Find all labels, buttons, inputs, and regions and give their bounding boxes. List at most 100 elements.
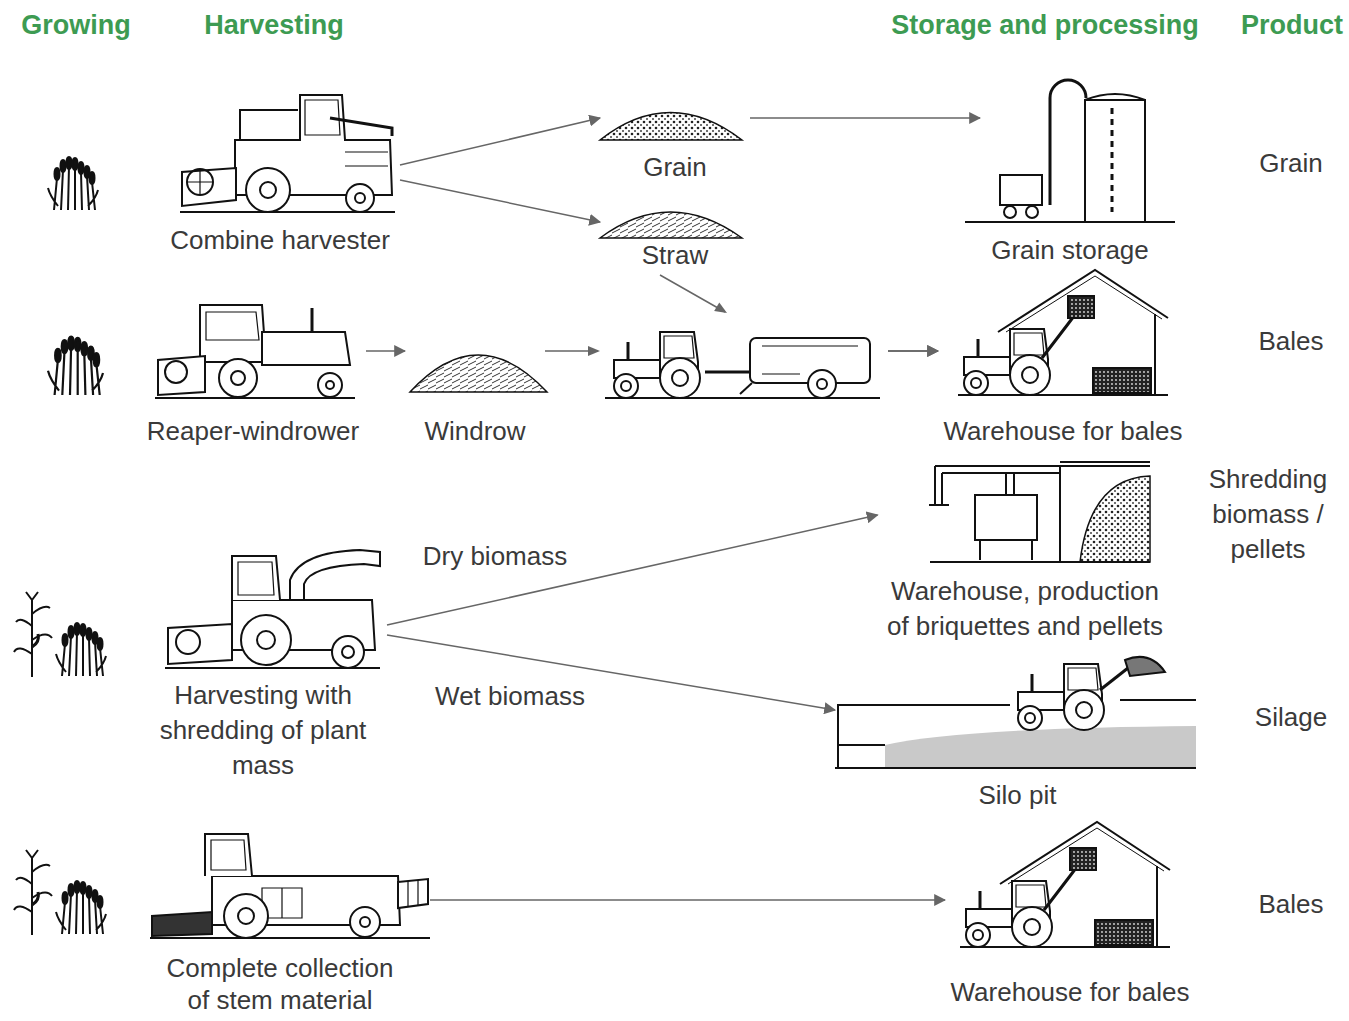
edge-label: Wet biomass <box>431 679 589 714</box>
node-caption: Reaper-windrower <box>147 414 359 449</box>
tractor-baler-drawing <box>740 383 752 394</box>
bale-warehouse-drawing <box>958 270 1170 947</box>
node-caption: Silo pit <box>978 778 1056 813</box>
stage-node: Warehouse for bales <box>938 272 1188 451</box>
product-label: Bales <box>1258 324 1323 359</box>
product-label: Grain <box>1259 146 1323 181</box>
stem-collector-drawing <box>350 907 380 937</box>
node-caption: Warehouse for bales <box>951 975 1190 1010</box>
forage-harvester-drawing <box>241 615 291 665</box>
grain-storage-drawing <box>1085 94 1145 100</box>
node-caption: Windrow <box>424 414 525 449</box>
combine-harvester-drawing <box>180 211 395 213</box>
grain-storage-drawing <box>965 80 1175 222</box>
stage-node: Combine harvester <box>160 88 400 260</box>
flow-arrow <box>387 515 878 625</box>
forage-harvester-drawing <box>232 556 280 600</box>
forage-harvester-drawing <box>168 624 232 664</box>
pellet-plant-drawing <box>1059 466 1061 562</box>
pellet-plant-drawing <box>975 495 1037 540</box>
pellet-plant-drawing <box>1006 473 1014 495</box>
reaper-windrower-drawing <box>165 361 187 383</box>
stage-node: Straw <box>600 190 750 275</box>
straw-pile <box>600 212 742 238</box>
silo-pit-drawing <box>835 657 1196 768</box>
silo-pit-drawing <box>1018 664 1104 730</box>
tractor-baler-drawing <box>705 371 752 374</box>
bale-warehouse-drawing <box>960 822 1170 947</box>
stage-node: Windrow <box>405 318 545 451</box>
grain-storage-drawing <box>1111 108 1114 212</box>
pellet-plant-drawing <box>930 561 1150 563</box>
tractor-baler-drawing <box>588 303 880 398</box>
forage-harvester-drawing <box>165 550 380 668</box>
node-caption: Warehouse, production of briquettes and … <box>882 574 1169 644</box>
edge-label: Dry biomass <box>419 539 571 574</box>
flow-arrow <box>366 350 405 352</box>
tractor-baler-drawing <box>614 332 700 398</box>
stage-node: Silo pit <box>835 652 1200 815</box>
combine-harvester-drawing <box>180 95 395 212</box>
flow-arrow <box>660 275 938 351</box>
reaper-windrower-drawing <box>318 373 342 397</box>
crop-plants <box>56 881 106 934</box>
crop-plants <box>14 157 106 935</box>
tractor-baler-drawing <box>762 346 858 374</box>
reaper-windrower-drawing <box>200 305 266 362</box>
stage-node: Complete collection of stem material <box>130 830 430 1018</box>
straw-pile <box>600 212 742 238</box>
grain-storage-drawing <box>1085 100 1145 222</box>
node-caption: Harvesting with shredding of plant mass <box>143 678 383 783</box>
forage-harvester-drawing <box>257 631 275 649</box>
product-label: Silage <box>1255 700 1327 735</box>
node-caption: Straw <box>642 238 708 273</box>
silo-pit-drawing <box>1100 668 1128 690</box>
stem-collector-drawing <box>150 834 430 938</box>
crop-plants <box>48 337 103 395</box>
reaper-windrower-drawing <box>326 381 334 389</box>
reaper-windrower-drawing <box>206 312 259 340</box>
grain-storage-drawing <box>1050 80 1086 205</box>
forage-harvester-drawing <box>238 562 274 595</box>
stem-collector-drawing <box>398 879 428 908</box>
stage-node: Warehouse for bales <box>945 820 1195 1012</box>
windrow-pile <box>410 355 547 392</box>
product-label: Bales <box>1258 887 1323 922</box>
stem-collector-drawing <box>360 917 370 927</box>
grain-pile <box>600 113 742 141</box>
reaper-windrower-drawing <box>311 308 314 332</box>
product-label: Shredding biomass / pellets <box>1193 462 1343 567</box>
forage-harvester-drawing <box>176 630 200 654</box>
column-heading: Storage and processing <box>891 8 1199 42</box>
node-caption: Grain <box>643 150 707 185</box>
tractor-baler-drawing <box>605 397 880 399</box>
stem-collector-drawing <box>211 840 246 870</box>
combine-harvester-drawing <box>260 182 276 198</box>
forage-harvester-drawing <box>165 667 380 669</box>
reaper-windrower-drawing <box>155 305 355 398</box>
silo-pit-drawing <box>885 726 1196 768</box>
crop-plants <box>14 850 52 935</box>
bale-warehouse-drawing <box>958 270 1168 395</box>
stem-collector-drawing <box>238 908 254 924</box>
tractor-baler-drawing <box>808 370 836 398</box>
grain-storage-drawing <box>1026 206 1038 218</box>
tractor-baler-drawing <box>817 379 827 389</box>
node-caption: Combine harvester <box>170 223 390 258</box>
flow-arrow <box>400 118 600 165</box>
column-heading: Growing <box>21 8 131 42</box>
pellet-plant-drawing <box>929 462 1150 562</box>
stem-collector-drawing <box>205 834 252 876</box>
stem-collector-drawing <box>224 894 268 938</box>
stem-collector-drawing <box>152 912 212 936</box>
column-heading: Harvesting <box>204 8 344 42</box>
combine-harvester-drawing <box>246 168 290 212</box>
reaper-windrower-drawing <box>219 359 257 397</box>
reaper-windrower-drawing <box>231 371 245 385</box>
windrow-pile <box>410 355 547 392</box>
node-caption: Complete collection of stem material <box>160 952 400 1016</box>
crop-plants <box>14 592 52 677</box>
reaper-windrower-drawing <box>158 356 205 395</box>
forage-harvester-drawing <box>342 646 354 658</box>
